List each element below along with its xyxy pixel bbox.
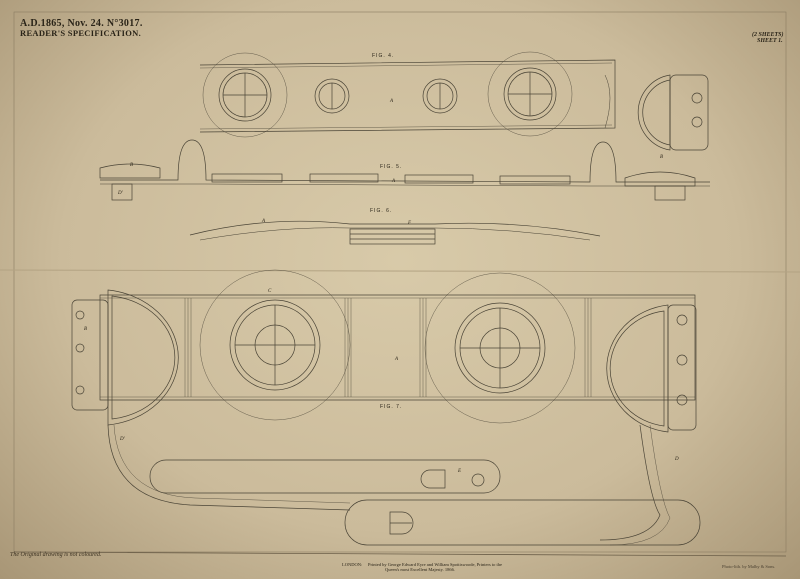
printer-city: LONDON: [342,562,363,567]
figure-5: FIG. 5. B D' A [99,139,710,201]
bottom-rule [13,551,787,557]
sheet-border [13,11,787,553]
label-a-fig4: A [389,99,394,104]
sheet-number: SHEET 1. [757,38,783,44]
label-c-fig7: C [268,289,272,294]
figure-4: FIG. 4. A B [199,51,709,160]
label-a-fig7: A [394,357,399,362]
label-f-fig6: F [407,221,412,226]
lithographer-credit: Photo-lith. by Malby & Sons. [722,564,776,569]
fig5-label: FIG. 5. [380,164,402,170]
fig6-label: FIG. 6. [370,208,392,214]
label-b-fig4: B [660,155,663,160]
printer-line-2: Queen's most Excellent Majesty. 1866. [385,567,456,572]
label-e-fig7: E [457,469,461,474]
specification-subtitle: READER'S SPECIFICATION. [20,28,142,38]
label-b-fig7: B [84,327,87,332]
fig7-label: FIG. 7. [380,404,402,410]
printer-line-1: Printed by George Edward Eyre and Willia… [368,562,503,567]
label-a-fig6: A [261,219,266,224]
colour-note: The Original drawing is not coloured. [10,552,102,558]
figure-7: FIG. 7. A B [71,269,701,546]
label-b-fig5: B [130,163,133,168]
sheet-count: (2 SHEETS) [752,32,784,38]
fig4-label: FIG. 4. [372,53,394,59]
label-d-fig7: D [674,457,679,462]
label-dprime-fig5: D' [117,191,124,196]
figure-6: FIG. 6. A F [189,208,601,245]
label-dprime-fig7: D' [119,437,126,442]
fold-line [0,269,800,273]
specification-title: A.D.1865, Nov. 24. N°3017. [20,18,143,29]
label-a-fig5: A [391,179,396,184]
